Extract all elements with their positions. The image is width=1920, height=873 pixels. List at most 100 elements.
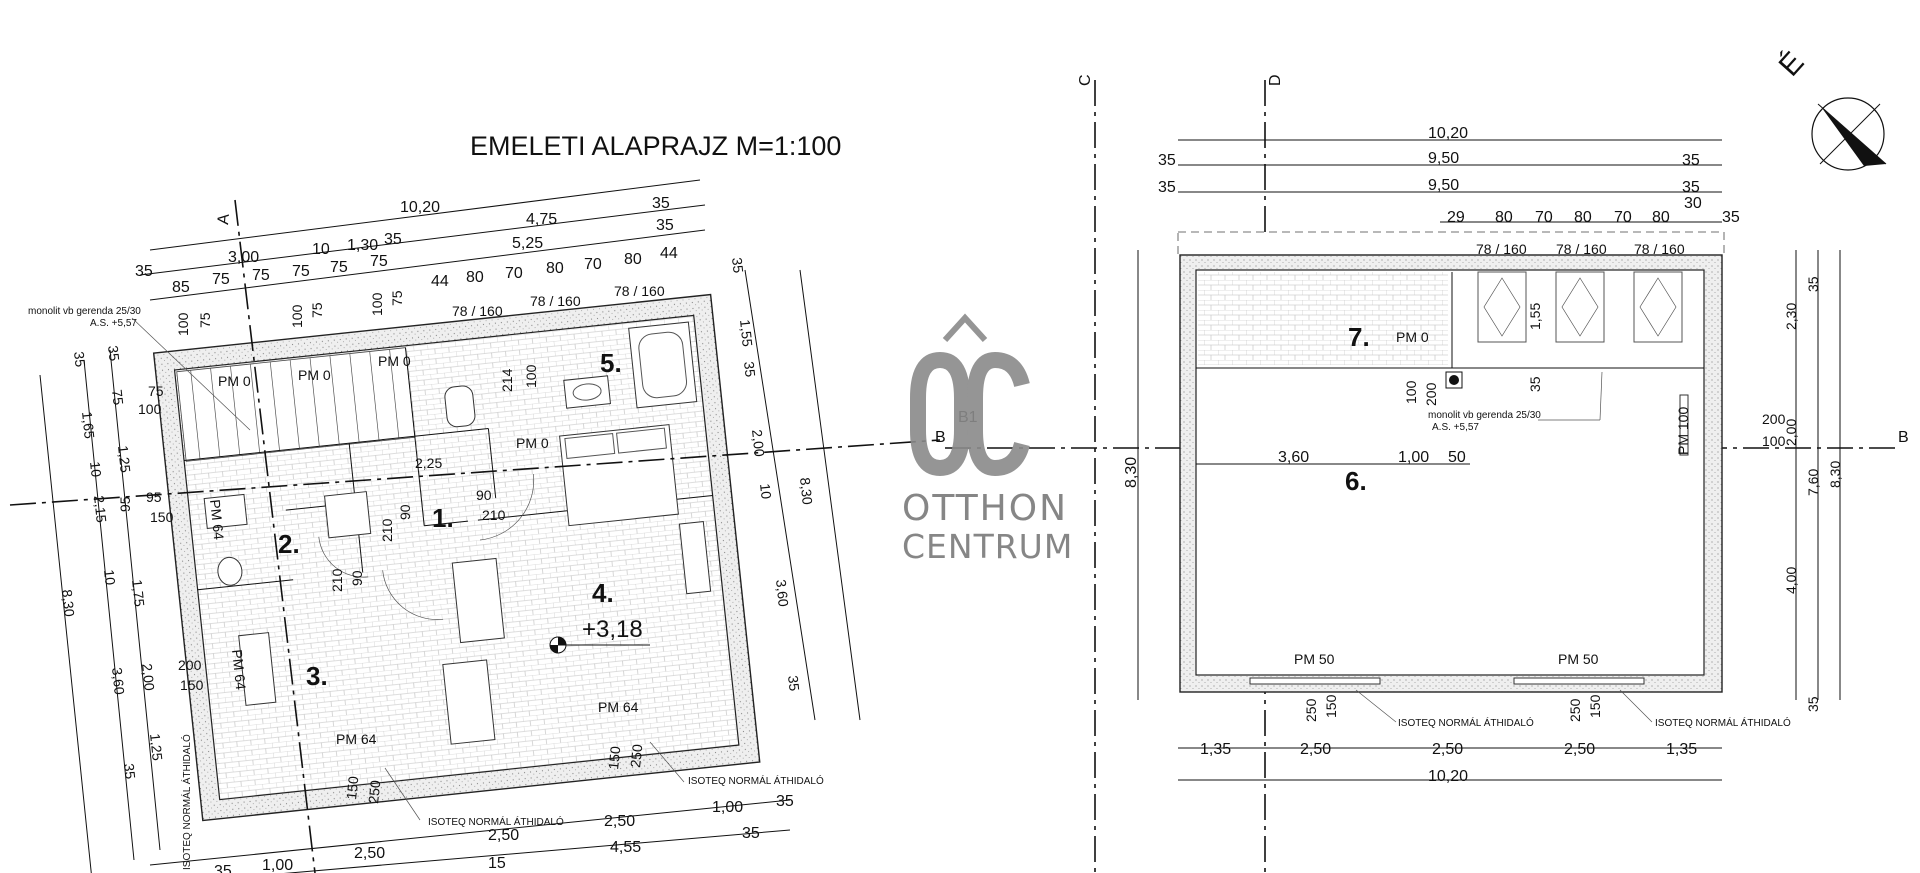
svg-text:80: 80 [1652, 209, 1670, 226]
svg-text:8,30: 8,30 [797, 477, 816, 506]
right-dimension-lines [1137, 139, 1841, 781]
svg-text:210: 210 [482, 507, 506, 523]
svg-text:1,35: 1,35 [1200, 741, 1231, 758]
svg-text:A.S. +5,57: A.S. +5,57 [90, 318, 137, 329]
svg-text:10,20: 10,20 [1428, 125, 1468, 142]
left-dimension-lines [39, 179, 861, 873]
svg-text:250: 250 [1567, 698, 1583, 722]
svg-text:8,30: 8,30 [1123, 457, 1140, 488]
svg-text:10,20: 10,20 [400, 199, 440, 216]
svg-text:3,00: 3,00 [228, 249, 259, 266]
svg-text:2,50: 2,50 [604, 813, 635, 830]
svg-text:35: 35 [1527, 376, 1543, 392]
svg-text:150: 150 [1587, 694, 1603, 718]
room-number-6: 6. [1345, 466, 1367, 496]
axis-label-c: C [1077, 74, 1094, 86]
svg-text:75: 75 [148, 383, 164, 399]
svg-text:7,60: 7,60 [1805, 469, 1821, 496]
svg-text:2,15: 2,15 [91, 495, 110, 524]
svg-text:44: 44 [431, 273, 449, 290]
svg-text:2,50: 2,50 [488, 827, 519, 844]
pm-label: PM 50 [1294, 651, 1335, 667]
svg-text:35: 35 [1158, 179, 1176, 196]
svg-text:2,50: 2,50 [354, 845, 385, 862]
svg-text:150: 150 [150, 509, 174, 525]
pm-label: PM 64 [207, 499, 227, 541]
left-side-dimensions: 35 35 1,65 75 10 1,25 2,15 8,30 10 1,75 … [59, 345, 166, 780]
svg-text:3,60: 3,60 [109, 667, 128, 696]
svg-text:35: 35 [384, 231, 402, 248]
svg-text:100: 100 [1762, 433, 1786, 449]
right-top-dimensions: 10,20 35 9,50 35 35 9,50 35 30 29 80 70 … [1158, 125, 1740, 257]
svg-text:ISOTEQ NORMÁL ÁTHIDALÓ: ISOTEQ NORMÁL ÁTHIDALÓ [688, 774, 824, 787]
svg-text:1,25: 1,25 [147, 733, 166, 762]
room-number-2: 2. [278, 529, 300, 559]
svg-text:78 / 160: 78 / 160 [530, 293, 581, 309]
north-arrow: É [1773, 46, 1887, 171]
svg-text:1,55: 1,55 [737, 319, 756, 348]
svg-text:1,00: 1,00 [712, 799, 743, 816]
svg-text:1,65: 1,65 [79, 411, 98, 440]
svg-text:35: 35 [656, 217, 674, 234]
svg-text:3,60: 3,60 [1278, 449, 1309, 466]
svg-text:ISOTEQ NORMÁL ÁTHIDALÓ: ISOTEQ NORMÁL ÁTHIDALÓ [180, 734, 193, 870]
svg-text:1,35: 1,35 [1666, 741, 1697, 758]
svg-text:80: 80 [624, 251, 642, 268]
svg-text:35: 35 [1158, 152, 1176, 169]
svg-text:4,75: 4,75 [526, 211, 557, 228]
svg-text:2,00: 2,00 [749, 429, 768, 458]
pm-label: PM 64 [229, 649, 249, 691]
svg-text:29: 29 [1447, 209, 1465, 226]
svg-text:ISOTEQ NORMÁL ÁTHIDALÓ: ISOTEQ NORMÁL ÁTHIDALÓ [1655, 716, 1791, 729]
svg-text:35: 35 [741, 361, 759, 378]
svg-text:35: 35 [214, 863, 232, 873]
north-label: É [1773, 46, 1811, 83]
svg-text:75: 75 [292, 263, 310, 280]
svg-text:1,55: 1,55 [1527, 303, 1543, 330]
left-bottom-dimensions: 150 250 150 250 1,00 35 2,50 2,50 4,55 3… [214, 743, 794, 873]
svg-text:35: 35 [135, 263, 153, 280]
svg-text:1,00: 1,00 [1398, 449, 1429, 466]
svg-text:250: 250 [1303, 698, 1319, 722]
svg-text:5,25: 5,25 [512, 235, 543, 252]
room-number-3: 3. [306, 661, 328, 691]
svg-text:2,50: 2,50 [1300, 741, 1331, 758]
beam-note-left: monolit vb gerenda 25/30 A.S. +5,57 [28, 306, 251, 431]
svg-text:150: 150 [1323, 694, 1339, 718]
svg-text:78 / 160: 78 / 160 [614, 283, 665, 299]
svg-text:35: 35 [1682, 152, 1700, 169]
svg-text:OTTHON: OTTHON [902, 488, 1068, 529]
pm-label: PM 0 [218, 373, 251, 389]
svg-text:75: 75 [309, 302, 325, 318]
svg-text:80: 80 [466, 269, 484, 286]
right-floor-plan [1177, 231, 1725, 693]
pm-label: PM 0 [298, 367, 331, 383]
svg-text:ISOTEQ NORMÁL ÁTHIDALÓ: ISOTEQ NORMÁL ÁTHIDALÓ [1398, 716, 1534, 729]
svg-text:2,30: 2,30 [1783, 303, 1799, 330]
desk [451, 557, 505, 644]
svg-text:35: 35 [105, 345, 123, 362]
svg-text:ISOTEQ NORMÁL ÁTHIDALÓ: ISOTEQ NORMÁL ÁTHIDALÓ [428, 815, 564, 828]
left-top-dimensions: 10,20 3,00 10 1,30 35 4,75 5,25 35 35 35… [135, 195, 678, 319]
svg-text:75: 75 [330, 259, 348, 276]
svg-text:250: 250 [365, 779, 383, 804]
svg-text:95: 95 [146, 489, 162, 505]
svg-text:15: 15 [488, 855, 506, 872]
svg-text:75: 75 [252, 267, 270, 284]
room-number-1: 1. [432, 503, 454, 533]
svg-text:35: 35 [652, 195, 670, 212]
svg-text:80: 80 [546, 260, 564, 277]
level-marker: +3,18 [549, 616, 650, 654]
svg-text:100: 100 [175, 312, 191, 336]
svg-text:50: 50 [1448, 449, 1466, 466]
right-side-dimensions: 8,30 35 2,30 2,00 7,60 8,30 4,00 35 [1123, 276, 1843, 712]
svg-text:9,50: 9,50 [1428, 177, 1459, 194]
svg-text:4,55: 4,55 [610, 839, 641, 856]
svg-text:80: 80 [1574, 209, 1592, 226]
svg-text:200: 200 [178, 657, 202, 673]
svg-text:70: 70 [1535, 209, 1553, 226]
svg-text:monolit vb gerenda 25/30: monolit vb gerenda 25/30 [1428, 410, 1541, 421]
svg-text:75: 75 [197, 312, 213, 328]
drawing-title: EMELETI ALAPRAJZ M=1:100 [470, 131, 841, 161]
